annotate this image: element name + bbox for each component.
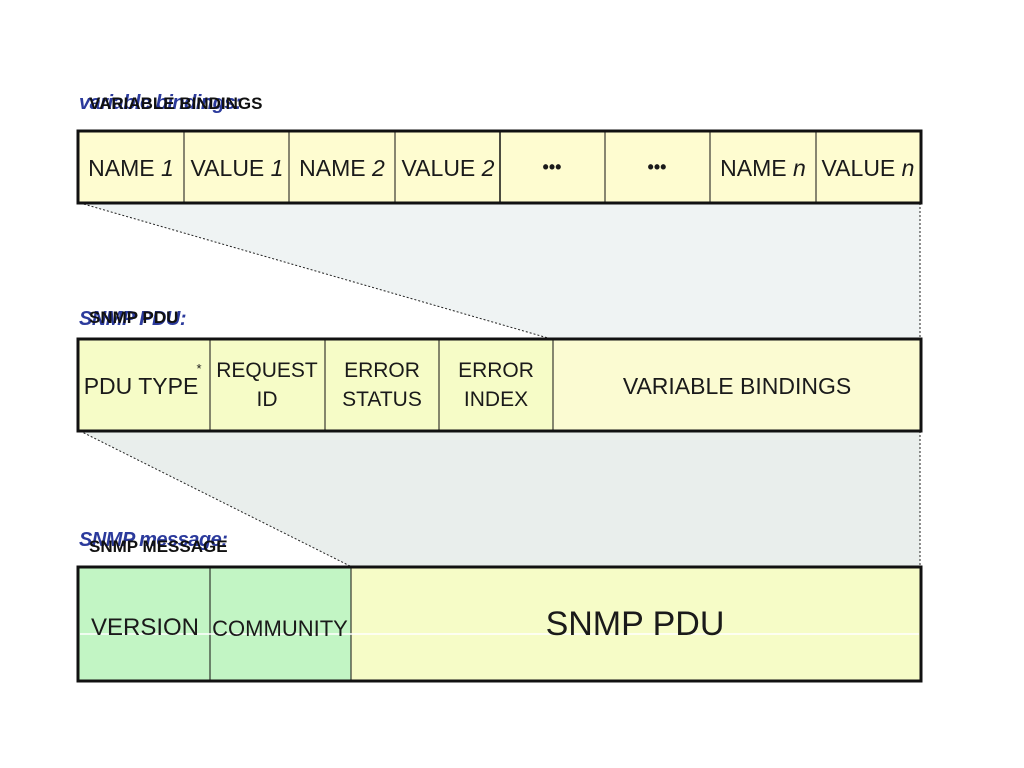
- pdu-type-footnote-marker: *: [196, 361, 201, 376]
- varbind-cell-text: NAME 1: [88, 155, 174, 181]
- pdu-request-id-text: REQUEST: [216, 359, 318, 382]
- pdu-error-status-text: STATUS: [342, 388, 422, 411]
- message-cell-version: [79, 568, 210, 680]
- pdu-error-index-text: ERROR: [458, 359, 534, 382]
- varbind-cell-text: VALUE 2: [402, 155, 495, 181]
- pdu-italic-label: SNMP PDU:: [79, 308, 186, 330]
- pdu-error-status-text: ERROR: [344, 359, 420, 382]
- message-community-text: COMMUNITY: [212, 616, 348, 641]
- varbind-cell-name-n: [710, 132, 816, 203]
- varbind-cell-ellipsis-text: •••: [648, 157, 667, 177]
- pdu-expansion-shade: [80, 431, 920, 566]
- pdu-cell-variable-bindings: [553, 340, 920, 430]
- pdu-variable-bindings-text: VARIABLE BINDINGS: [623, 373, 851, 399]
- pdu-cell-request-id: [210, 340, 325, 430]
- varbind-expansion-shade: [80, 203, 920, 338]
- varbind-cell-ellipsis-text: •••: [543, 157, 562, 177]
- varbind-cell-text: NAME 2: [299, 155, 385, 181]
- varbind-cell-name-1: [79, 132, 184, 203]
- varbind-left-connector: [79, 202, 549, 339]
- message-cell-snmp-pdu: [351, 568, 920, 680]
- varbind-row-border: [76, 129, 923, 205]
- varbind-cell-value-1: [184, 132, 289, 203]
- message-caps-label: SNMP MESSAGE: [89, 537, 228, 556]
- message-italic-label: SNMP message:: [79, 529, 228, 551]
- message-row: VERSION COMMUNITY SNMP PDU: [76, 565, 923, 683]
- pdu-cell-type: [79, 340, 210, 430]
- varbind-cell-ellipsis-2: [605, 132, 710, 203]
- pdu-request-id-text: ID: [257, 388, 278, 411]
- varbind-cell-value-n: [816, 132, 920, 203]
- message-snmp-pdu-text: SNMP PDU: [546, 605, 725, 643]
- message-version-text: VERSION: [91, 614, 199, 641]
- pdu-cell-error-index: [439, 340, 553, 430]
- varbind-cell-text: VALUE 1: [191, 155, 284, 181]
- varbind-cell-text: VALUE n: [822, 155, 915, 181]
- message-cell-community: [210, 568, 351, 680]
- pdu-cell-error-status: [325, 340, 439, 430]
- pdu-error-index-text: INDEX: [464, 388, 528, 411]
- message-row-border: [76, 565, 923, 683]
- pdu-row-border: [76, 337, 923, 433]
- varbind-row: NAME 1 VALUE 1 NAME 2 VALUE 2 ••• ••• NA…: [76, 129, 923, 205]
- pdu-type-text: PDU TYPE: [84, 373, 199, 399]
- varbind-italic-label: variable bindings:: [79, 92, 242, 114]
- varbind-cell-value-2: [395, 132, 500, 203]
- pdu-row: PDU TYPE * REQUEST ID ERROR STATUS ERROR…: [76, 337, 923, 433]
- varbind-cell-name-2: [289, 132, 395, 203]
- pdu-caps-label: SNMP PDU: [89, 308, 179, 327]
- varbind-cell-text: NAME n: [720, 155, 806, 181]
- varbind-caps-label: VARIABLE BINDINGS: [89, 94, 263, 113]
- varbind-cell-ellipsis-1: [500, 132, 605, 203]
